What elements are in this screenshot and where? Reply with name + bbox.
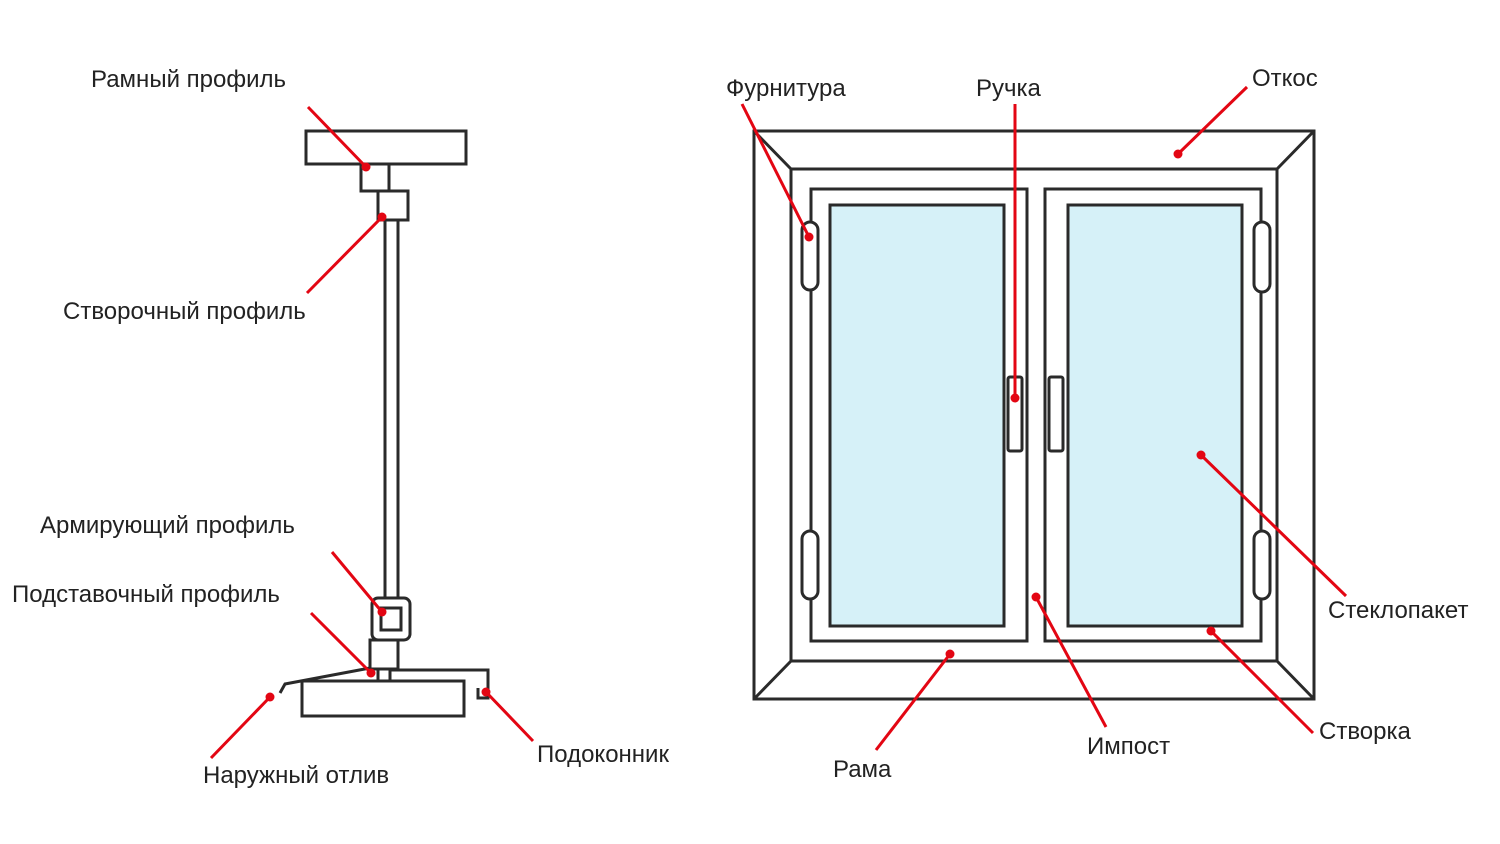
slope-outer-shape [752, 129, 1316, 701]
leader-dot-stand-profile [366, 668, 376, 678]
label-reinforcing-profile: Армирующий профиль [40, 512, 295, 539]
leader-dot-hardware [804, 232, 814, 242]
leader-dot-mullion [1031, 592, 1041, 602]
left-glass-shape [828, 203, 1006, 628]
leader-line-glass-unit [1199, 453, 1348, 598]
top-frame-profile-shape [304, 129, 468, 166]
leader-line-hardware [740, 103, 811, 238]
hinge-shape [800, 529, 820, 601]
sill-block-shape [300, 679, 466, 718]
leader-dot-glass-unit [1196, 450, 1206, 460]
windowsill-shape [388, 668, 490, 700]
leader-dot-sash-profile [377, 212, 387, 222]
leader-line-sash-profile [305, 215, 384, 295]
leader-line-slope [1176, 85, 1249, 156]
leader-line-outer-drip [209, 695, 272, 760]
outer-drip-shape [278, 666, 371, 694]
label-frame-profile: Рамный профиль [91, 66, 286, 93]
hinge-shape [1252, 220, 1272, 294]
leader-dot-reinforcing-profile [377, 607, 387, 617]
label-outer-drip: Наружный отлив [203, 762, 390, 789]
label-sash: Створка [1319, 718, 1411, 745]
right-glass-shape [1066, 203, 1244, 628]
label-handle: Ручка [976, 75, 1041, 102]
slope-corner-line [752, 659, 793, 701]
leader-line-frame [874, 653, 952, 751]
label-mullion: Импост [1087, 733, 1171, 760]
leader-dot-slope [1173, 149, 1183, 159]
right-sash-shape [1043, 187, 1263, 643]
leader-dot-frame-profile [361, 162, 371, 172]
label-slope: Откос [1252, 65, 1318, 92]
leader-dot-windowsill [481, 687, 491, 697]
leader-lines [209, 85, 1348, 760]
leader-dot-handle [1010, 393, 1020, 403]
leader-line-frame-profile [306, 105, 368, 169]
label-windowsill: Подоконник [537, 741, 669, 768]
leader-line-reinforcing-profile [330, 551, 384, 613]
leader-line-mullion [1034, 596, 1108, 728]
window-elevation [752, 129, 1316, 701]
frame-outer-shape [789, 167, 1279, 663]
label-stand-profile: Подставочный профиль [12, 581, 280, 608]
leader-dot-outer-drip [265, 692, 275, 702]
hinge-shape [800, 220, 820, 292]
left-sash-shape [809, 187, 1029, 643]
label-sash-profile: Створочный профиль [63, 298, 306, 325]
right-handle-shape [1047, 375, 1065, 453]
stand-profile-shape [368, 638, 400, 671]
slope-corner-line [1275, 659, 1316, 701]
cross-section [278, 129, 490, 718]
label-hardware: Фурнитура [726, 75, 846, 102]
label-frame: Рама [833, 756, 892, 783]
leader-line-stand-profile [309, 611, 373, 675]
leader-dot-sash [1206, 626, 1216, 636]
leader-dot-frame [945, 649, 955, 659]
slope-corner-line [1275, 129, 1316, 171]
hinge-shape [1252, 529, 1272, 601]
leader-line-windowsill [484, 690, 535, 743]
top-sash-profile-shape [376, 189, 410, 222]
label-glass-unit: Стеклопакет [1328, 597, 1469, 624]
leader-line-sash [1209, 629, 1315, 735]
